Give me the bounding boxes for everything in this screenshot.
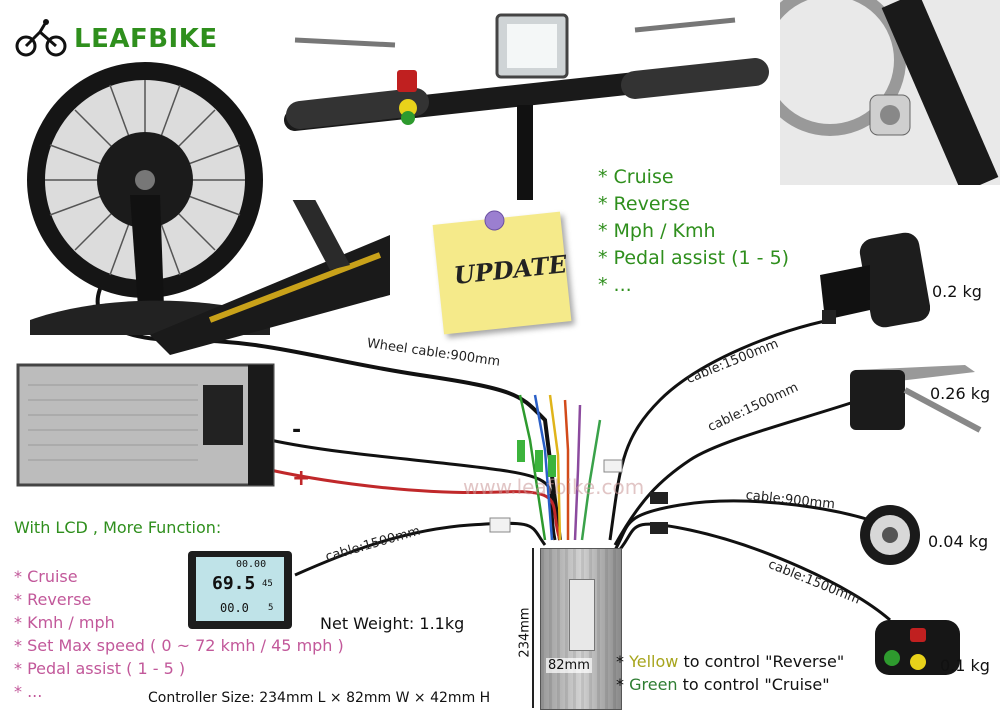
switch-photo [870, 610, 965, 690]
feature-item: * Cruise [598, 166, 674, 188]
lcd-feature-item: * ... [14, 682, 43, 701]
battery-photo [8, 355, 283, 495]
controller-size-label: Controller Size: 234mm L × 82mm W × 42mm… [148, 690, 491, 706]
display-feature-list: * Cruise * Reverse * Mph / Kmh * Pedal a… [598, 164, 789, 299]
front-fork-photo [780, 0, 1000, 185]
brake-weight: 0.26 kg [930, 384, 991, 403]
brand-name: LEAFBIKE [74, 24, 218, 54]
switch-weight: 0.1 kg [940, 656, 990, 675]
lcd-small-b: 5 [268, 603, 274, 613]
green-word: Green [629, 675, 678, 694]
brake-lever-photo [835, 360, 985, 440]
lcd-feature-item: * Set Max speed ( 0 ~ 72 kmh / 45 mph ) [14, 636, 344, 655]
update-sticky-note: UPDATE [432, 209, 572, 335]
brand-logo: LEAFBIKE [12, 18, 217, 58]
switch-note-green: * Green to control "Cruise" [616, 675, 830, 694]
pas-cable [613, 499, 871, 551]
cyclist-icon [15, 19, 67, 57]
lcd-feature-item: * Pedal assist ( 1 - 5 ) [14, 659, 186, 678]
battery-plus-label: + [292, 466, 311, 491]
net-weight-label: Net Weight: 1.1kg [320, 614, 465, 633]
handlebar-photo [275, 10, 775, 200]
lcd-speed: 69.5 [212, 573, 256, 594]
lcd-small-a: 45 [262, 579, 273, 589]
battery-minus-label: - [292, 418, 302, 443]
bike-frame-photo [150, 185, 390, 355]
throttle-photo [810, 225, 930, 335]
pas-sensor-photo [855, 500, 925, 570]
lcd-cable [294, 521, 547, 577]
lcd-feature-list: * Cruise * Reverse * Kmh / mph * Set Max… [14, 565, 344, 703]
controller-height-dimension [532, 548, 534, 708]
watermark: www.leafbike.com [463, 475, 645, 499]
update-note-text: UPDATE [452, 249, 569, 290]
feature-item: * ... [598, 274, 632, 296]
feature-item: * Reverse [598, 193, 690, 215]
feature-item: * Mph / Kmh [598, 220, 716, 242]
lcd-feature-item: * Cruise [14, 567, 78, 586]
lcd-display-photo: 00.00 69.5 45 00.0 5 [180, 545, 300, 635]
lcd-section-heading: With LCD , More Function: [14, 518, 222, 537]
controller-height-label: 234mm [517, 607, 533, 658]
throttle-weight: 0.2 kg [932, 282, 982, 301]
controller-box [540, 548, 622, 710]
lcd-trip: 00.0 [220, 601, 249, 615]
battery-positive-wire [269, 468, 562, 541]
throttle-cable [608, 318, 831, 541]
lcd-feature-item: * Reverse [14, 590, 92, 609]
pas-weight: 0.04 kg [928, 532, 989, 551]
controller-width-label: 82mm [546, 658, 592, 673]
yellow-word: Yellow [629, 652, 679, 671]
lcd-odo: 00.00 [236, 559, 267, 570]
controller-label-sticker [569, 579, 595, 651]
switch-cable [613, 522, 891, 622]
feature-item: * Pedal assist (1 - 5) [598, 247, 790, 269]
brake-cable [613, 398, 861, 546]
switch-note-yellow: * Yellow to control "Reverse" [616, 652, 845, 671]
lcd-feature-item: * Kmh / mph [14, 613, 115, 632]
